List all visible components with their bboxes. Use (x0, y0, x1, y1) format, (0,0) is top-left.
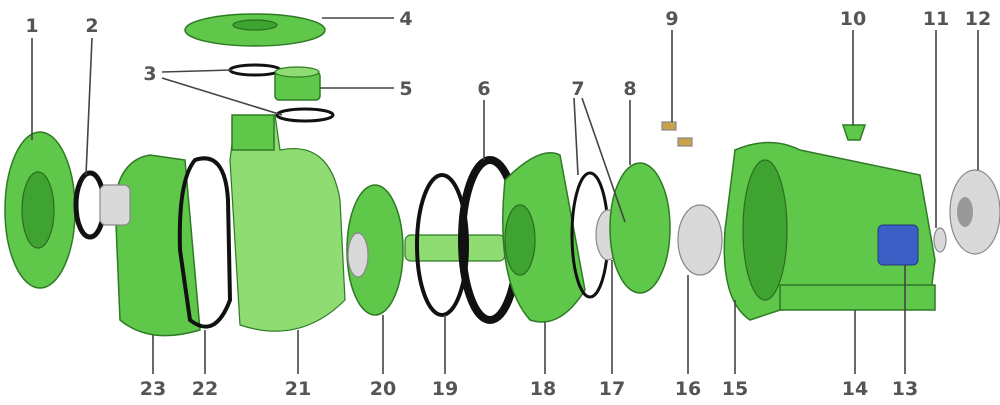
part-grease-fittings (661, 121, 693, 147)
label-22: 22 (192, 378, 218, 400)
label-20: 20 (370, 378, 396, 400)
part-gasket (177, 156, 233, 329)
part-retaining-disk (609, 162, 671, 294)
label-6: 6 (477, 78, 490, 100)
label-18: 18 (530, 378, 556, 400)
part-o-ring-3b (275, 107, 335, 123)
top-part-labels: 1 2 3 4 5 6 7 8 9 10 11 12 (25, 8, 991, 100)
label-10: 10 (840, 8, 866, 30)
part-bearing-cover (877, 224, 919, 266)
label-21: 21 (285, 378, 311, 400)
label-8: 8 (623, 78, 636, 100)
part-bearing-frame (723, 141, 936, 321)
label-23: 23 (140, 378, 166, 400)
label-14: 14 (842, 378, 868, 400)
part-vent-cap (841, 124, 867, 141)
label-11: 11 (923, 8, 949, 30)
part-seal-housing (502, 152, 586, 323)
part-end-cap (949, 169, 1000, 255)
part-bearing-16 (677, 204, 723, 276)
label-3: 3 (143, 63, 156, 85)
label-1: 1 (25, 15, 38, 37)
label-16: 16 (675, 378, 701, 400)
part-pump-casing (229, 114, 346, 332)
part-shaft (404, 234, 506, 262)
part-outlet-connector (274, 66, 321, 101)
leader-lines (31, 17, 979, 374)
label-2: 2 (85, 15, 98, 37)
part-inlet-flange (4, 131, 76, 289)
part-bearing-11 (933, 227, 947, 253)
label-13: 13 (892, 378, 918, 400)
bottom-part-labels: 23 22 21 20 19 18 17 16 15 14 13 (140, 378, 918, 400)
label-12: 12 (965, 8, 991, 30)
label-5: 5 (399, 78, 412, 100)
part-o-ring-3a (228, 63, 282, 77)
label-15: 15 (722, 378, 748, 400)
label-19: 19 (432, 378, 458, 400)
part-o-ring-19 (415, 173, 469, 317)
label-9: 9 (665, 8, 678, 30)
label-17: 17 (599, 378, 625, 400)
part-rear-cover (99, 154, 201, 337)
label-7: 7 (571, 78, 584, 100)
part-outlet-flange (184, 13, 326, 47)
part-impeller (346, 184, 404, 316)
label-4: 4 (399, 8, 412, 30)
